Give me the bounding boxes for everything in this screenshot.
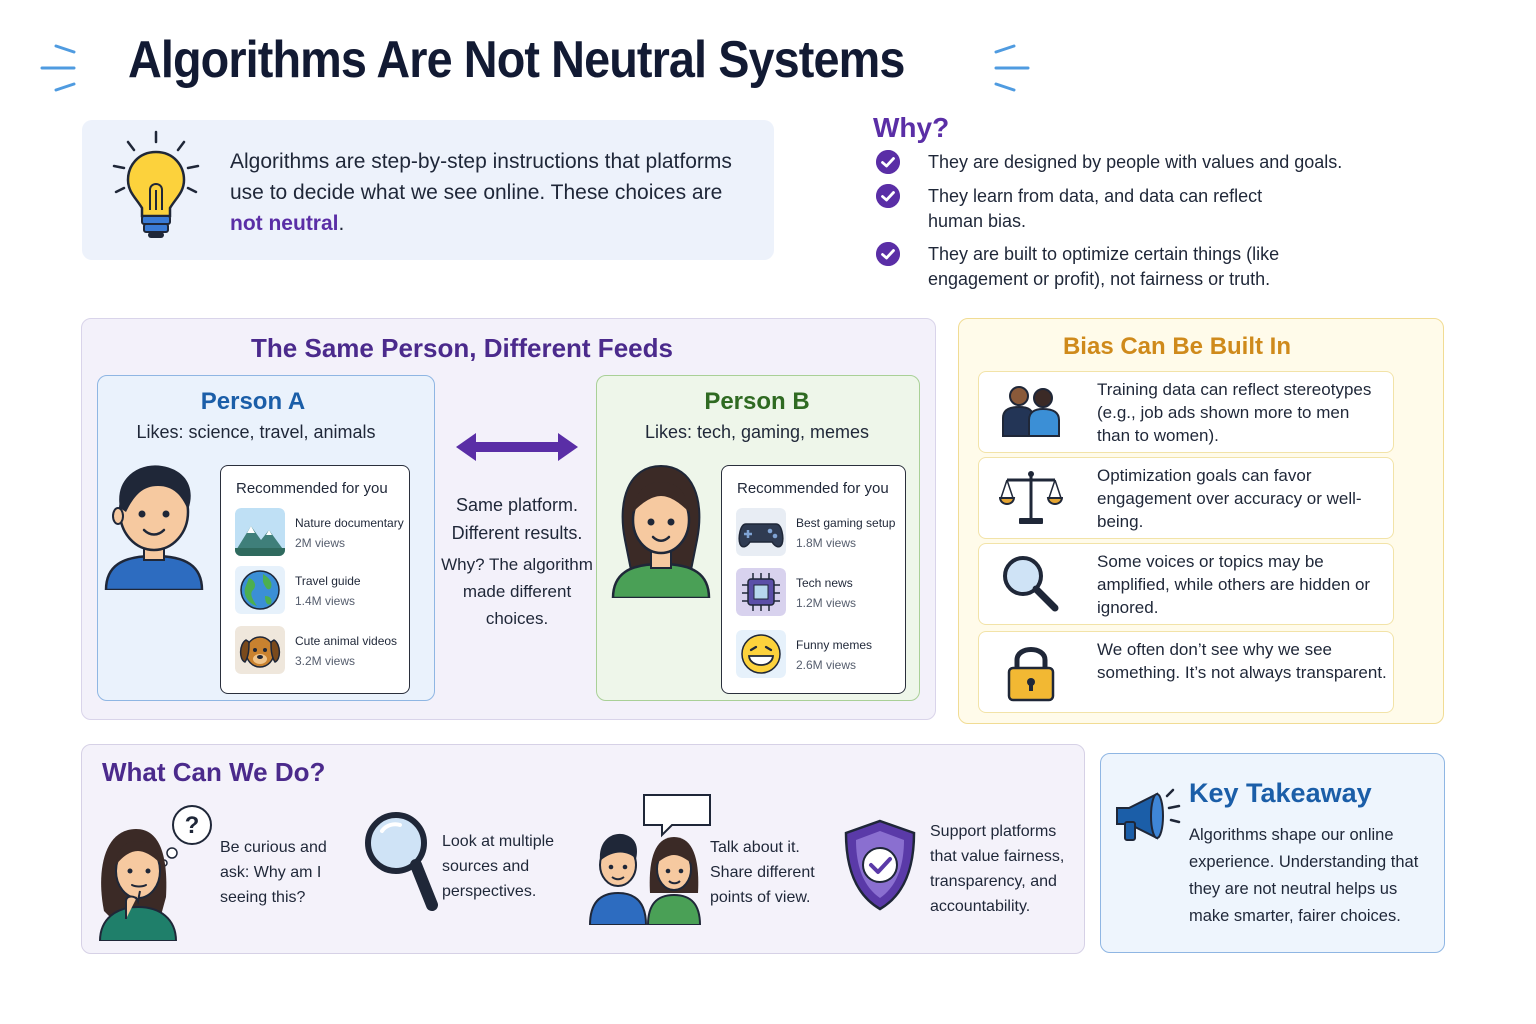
todo-item-text: Talk about it. Share different points of… xyxy=(710,839,815,906)
rec-views: 2.6M views xyxy=(796,658,857,672)
person-b-name: Person B xyxy=(704,388,810,415)
laughing-emoji-icon xyxy=(736,630,786,678)
bias-item: We often don’t see why we see something.… xyxy=(978,631,1394,713)
bias-item: Optimization goals can favor engagement … xyxy=(978,457,1394,539)
rec-item[interactable]: Nature documentary 2M views xyxy=(235,508,405,558)
boy-avatar-icon xyxy=(104,465,204,590)
rec-header: Recommended for you xyxy=(236,480,388,497)
intro-text: Algorithms are step-by-step instructions… xyxy=(230,146,750,239)
bias-item-text: Optimization goals can favor engagement … xyxy=(1097,466,1362,531)
rec-views: 1.8M views xyxy=(796,536,857,550)
todo-item-text: Look at multiple sources and perspective… xyxy=(442,833,555,900)
todo-title: What Can We Do? xyxy=(102,757,326,787)
person-b-likes: Likes: tech, gaming, memes xyxy=(644,422,870,442)
sparkle-right-icon xyxy=(994,44,1030,92)
rec-title: Cute animal videos xyxy=(295,634,398,648)
bias-panel: Bias Can Be Built In Training data can r… xyxy=(958,318,1444,724)
rec-title: Funny memes xyxy=(796,638,873,652)
people-icon xyxy=(1002,386,1060,437)
bias-item: Some voices or topics may be amplified, … xyxy=(978,543,1394,625)
conversation-icon xyxy=(588,794,711,925)
check-icon xyxy=(876,184,900,208)
intro-text-end: . xyxy=(338,212,345,235)
person-a-likes: Likes: science, travel, animals xyxy=(136,422,376,442)
check-icon xyxy=(876,150,900,174)
rec-views: 2M views xyxy=(295,536,346,550)
sparkle-left-icon xyxy=(40,44,76,92)
person-a-name: Person A xyxy=(200,388,306,415)
recommendation-card: Recommended for you Best gaming setup 1.… xyxy=(721,465,906,694)
bias-item-text: Some voices or topics may be amplified, … xyxy=(1097,552,1371,617)
takeaway-text: Algorithms shape our online experience. … xyxy=(1189,826,1419,925)
rec-title: Best gaming setup xyxy=(796,516,896,530)
rec-item[interactable]: Travel guide 1.4M views xyxy=(235,566,405,616)
bias-item-text: We often don’t see why we see something.… xyxy=(1097,640,1387,682)
girl-avatar-icon xyxy=(611,464,711,598)
todo-item-text: Be curious and ask: Why am I seeing this… xyxy=(220,839,327,906)
dog-icon xyxy=(235,626,285,674)
globe-icon xyxy=(235,566,285,614)
lock-icon xyxy=(1007,647,1055,702)
svg-text:?: ? xyxy=(185,812,200,839)
why-item-text: They learn from data, and data can refle… xyxy=(928,186,1263,231)
why-item-text: They are designed by people with values … xyxy=(928,152,1343,172)
bias-title: Bias Can Be Built In xyxy=(1062,333,1292,360)
person-a-card: Person A Likes: science, travel, animals… xyxy=(97,375,435,701)
magnifier-icon xyxy=(365,812,438,911)
intro-text-main: Algorithms are step-by-step instructions… xyxy=(230,150,732,204)
recommendation-card: Recommended for you Nature documentary 2… xyxy=(220,465,410,694)
feeds-title: The Same Person, Different Feeds xyxy=(251,333,673,363)
rec-views: 1.4M views xyxy=(295,594,356,608)
rec-title: Tech news xyxy=(796,576,853,590)
rec-item[interactable]: Funny memes 2.6M views xyxy=(736,630,906,680)
page-title: Algorithms Are Not Neutral Systems xyxy=(128,31,905,89)
rec-views: 1.2M views xyxy=(796,596,857,610)
gamepad-icon xyxy=(736,508,786,556)
intro-card: Algorithms are step-by-step instructions… xyxy=(82,120,774,260)
mountain-icon xyxy=(235,508,285,556)
double-arrow-icon xyxy=(456,433,578,461)
megaphone-icon xyxy=(1116,788,1181,841)
rec-title: Travel guide xyxy=(295,574,361,588)
scales-icon xyxy=(999,471,1063,524)
rec-item[interactable]: Best gaming setup 1.8M views xyxy=(736,508,906,558)
rec-views: 3.2M views xyxy=(295,654,356,668)
todo-item-text: Support platforms that value fairness, t… xyxy=(930,823,1065,915)
feeds-panel: The Same Person, Different Feeds Person … xyxy=(81,318,936,720)
todo-panel: What Can We Do? ? Be curious and ask: Wh… xyxy=(81,744,1085,954)
takeaway-card: Key Takeaway Algorithms shape our online… xyxy=(1100,753,1445,953)
middle-main-text: Same platform. Different results. xyxy=(451,495,583,543)
middle-sub-text: Why? The algorithm made different choice… xyxy=(441,555,593,628)
intro-highlight: not neutral xyxy=(230,212,339,235)
chip-icon xyxy=(736,568,786,616)
rec-header: Recommended for you xyxy=(737,480,889,497)
shield-check-icon xyxy=(844,819,916,911)
magnifier-icon xyxy=(1003,556,1059,612)
bias-item-text: Training data can reflect stereotypes (e… xyxy=(1097,380,1372,445)
lightbulb-icon xyxy=(112,130,200,238)
rec-item[interactable]: Tech news 1.2M views xyxy=(736,568,906,618)
takeaway-title: Key Takeaway xyxy=(1189,778,1372,808)
why-title: Why? xyxy=(873,112,950,143)
thinking-person-icon: ? xyxy=(98,805,212,941)
check-icon xyxy=(876,242,900,266)
bias-item: Training data can reflect stereotypes (e… xyxy=(978,371,1394,453)
why-item-text: They are built to optimize certain thing… xyxy=(928,244,1280,289)
rec-item[interactable]: Cute animal videos 3.2M views xyxy=(235,626,405,676)
person-b-card: Person B Likes: tech, gaming, memes Reco… xyxy=(596,375,920,701)
rec-title: Nature documentary xyxy=(295,516,404,530)
